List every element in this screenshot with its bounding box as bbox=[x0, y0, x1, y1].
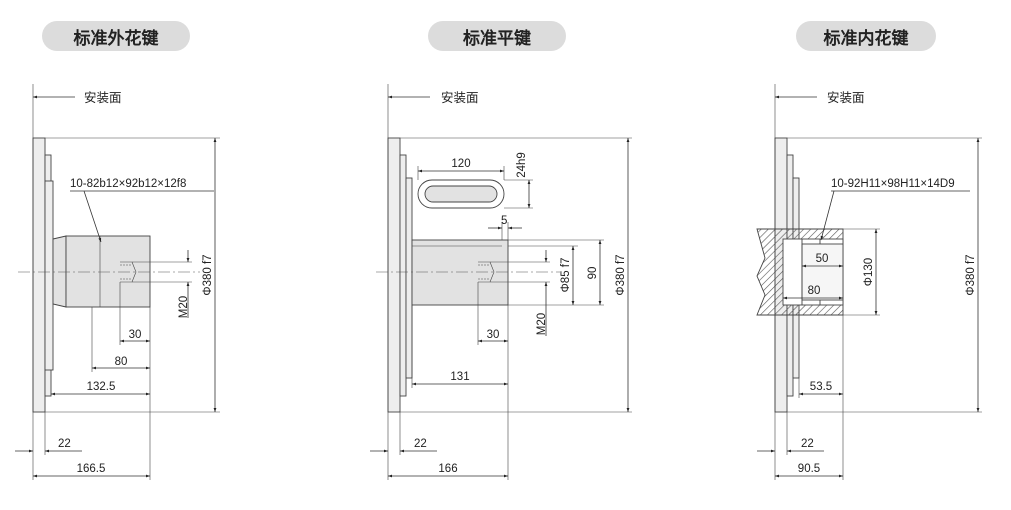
dim-bore-label: Φ130 bbox=[863, 258, 875, 286]
dim-80-label: 80 bbox=[808, 285, 821, 297]
dim-key-length-label: 120 bbox=[451, 158, 470, 170]
title-pill-internal-spline: 标准内花键 bbox=[796, 21, 936, 51]
title-pill-flat-key: 标准平键 bbox=[428, 21, 566, 51]
panel-internal-spline: 安装面 10-92H11×98H11×14D9 50 80 Φ130 Φ380 … bbox=[756, 84, 982, 480]
dim-total-label: 166 bbox=[438, 463, 457, 475]
dim-30-label: 30 bbox=[487, 329, 500, 341]
dim-diameter-label: Φ380 f7 bbox=[965, 254, 977, 295]
dim-50-label: 50 bbox=[816, 253, 829, 265]
spline-spec-leader bbox=[83, 190, 102, 243]
key-slot-inner bbox=[424, 185, 498, 203]
part-drawing-internal-spline bbox=[756, 137, 844, 413]
dim-thread-label: M20 bbox=[178, 296, 190, 318]
title-external-spline: 标准外花键 bbox=[73, 28, 159, 49]
panel-flat-key: 安装面 120 24h9 5 Φ85 f7 90 Φ380 f7 M20 30 … bbox=[370, 84, 632, 480]
dim-thread-label: M20 bbox=[536, 313, 548, 335]
mount-surface-label: 安装面 bbox=[84, 90, 122, 105]
title-pill-external-spline: 标准外花键 bbox=[42, 21, 190, 51]
dim-total-label: 166.5 bbox=[77, 463, 106, 475]
dim-5-label: 5 bbox=[501, 215, 507, 227]
dim-30-label: 30 bbox=[129, 329, 142, 341]
dim-131-label: 131 bbox=[450, 371, 469, 383]
dim-80-label: 80 bbox=[115, 356, 128, 368]
dim-diameter-label: Φ380 f7 bbox=[615, 254, 627, 295]
spline-spec-label: 10-82b12×92b12×12f8 bbox=[70, 178, 186, 190]
mount-surface-label: 安装面 bbox=[827, 90, 865, 105]
mount-surface-label: 安装面 bbox=[441, 90, 479, 105]
dim-90-label: 90 bbox=[587, 267, 599, 280]
dim-key-height-label: 24h9 bbox=[516, 152, 528, 178]
title-internal-spline: 标准内花键 bbox=[823, 28, 909, 49]
dim-53-5-label: 53.5 bbox=[810, 381, 832, 393]
spline-spec-label: 10-92H11×98H11×14D9 bbox=[831, 178, 955, 190]
dim-22-label: 22 bbox=[801, 438, 814, 450]
spline-spec-leader bbox=[820, 190, 835, 241]
dim-diameter-label: Φ380 f7 bbox=[202, 254, 214, 295]
part-drawing-flat-key bbox=[376, 137, 560, 413]
dim-22-label: 22 bbox=[58, 438, 71, 450]
dim-132-5-label: 132.5 bbox=[87, 381, 116, 393]
dim-shaft-dia-label: Φ85 f7 bbox=[560, 258, 572, 293]
part-drawing-external-spline bbox=[18, 137, 200, 413]
dim-total-label: 90.5 bbox=[798, 463, 820, 475]
title-flat-key: 标准平键 bbox=[463, 28, 531, 49]
dim-22-label: 22 bbox=[414, 438, 427, 450]
panel-external-spline: 安装面 10-82b12×92b12×12f8 Φ380 f7 M20 30 8… bbox=[15, 84, 220, 480]
